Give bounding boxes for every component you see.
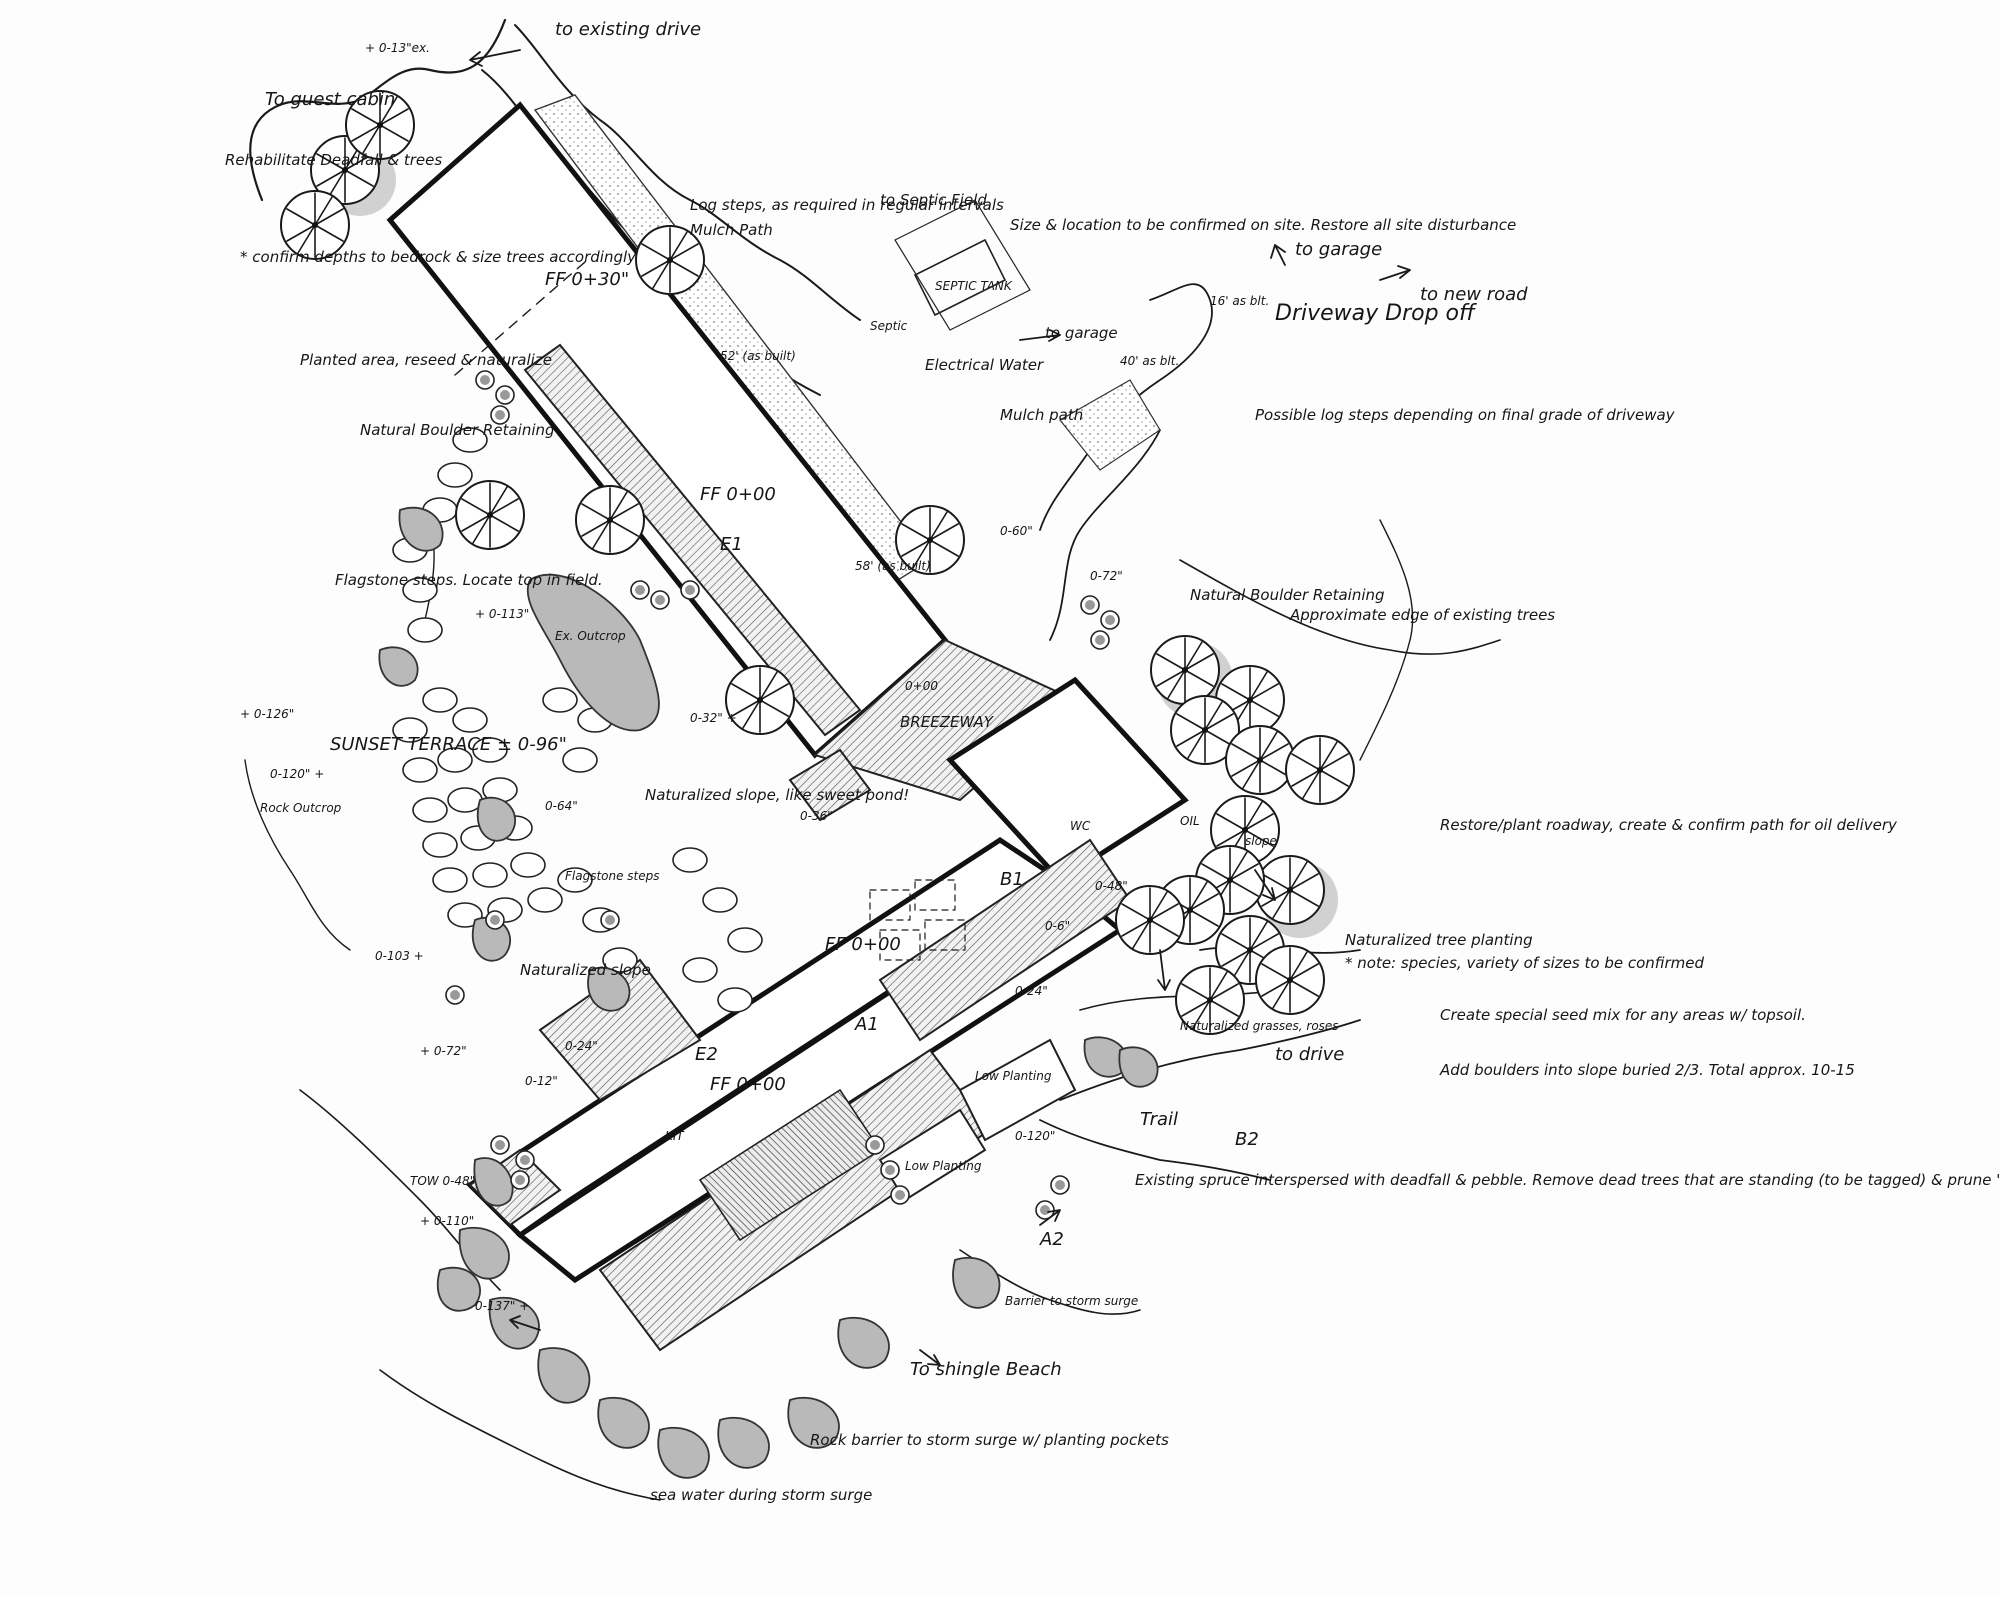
label-ex-top: + 0-13"ex. — [365, 41, 430, 55]
label-low-planting-2: Low Planting — [905, 1159, 982, 1173]
label-ff-main: FF 0+00 — [710, 1074, 786, 1095]
label-septic-tank: SEPTIC TANK — [935, 279, 1013, 293]
label-grade-137: 0-137" + — [475, 1299, 529, 1313]
label-trail: Trail — [1140, 1109, 1178, 1130]
label-grade-6: 0-6" — [1045, 919, 1070, 933]
arrows — [469, 49, 1411, 1366]
boulders — [378, 506, 1159, 1479]
label-ff-lower: FF 0+00 — [825, 934, 901, 955]
label-mark-e1: E1 — [720, 534, 743, 555]
label-to-garage-top: to garage — [1295, 239, 1382, 260]
label-confirm-depths: * confirm depths to bedrock & size trees… — [240, 248, 637, 266]
annotations: to existing drive To guest cabin + 0-13"… — [225, 19, 2000, 1504]
lower-building — [466, 638, 1189, 1352]
label-wc: WC — [1070, 819, 1091, 833]
label-note-species: * note: species, variety of sizes to be … — [1345, 954, 1704, 972]
label-naturalized-tree-planting: Naturalized tree planting — [1345, 931, 1533, 949]
label-existing-spruce: Existing spruce interspersed with deadfa… — [1135, 1171, 2000, 1189]
label-grade-12: 0-12" — [525, 1074, 558, 1088]
label-rock-barrier: Rock barrier to storm surge w/ planting … — [810, 1431, 1169, 1449]
label-ex-outcrop: Ex. Outcrop — [555, 629, 626, 643]
label-sea-water: sea water during storm surge — [650, 1486, 872, 1504]
label-restore-plant: Restore/plant roadway, create & confirm … — [1440, 816, 1898, 834]
label-grade-72: + 0-72" — [420, 1044, 467, 1058]
label-electrical-water: Electrical Water — [925, 356, 1044, 374]
label-as-built-16: 16' as blt. — [1210, 294, 1269, 308]
label-rehab-deadfall: Rehabilitate Deadfall & trees — [225, 151, 442, 169]
label-grade-36a: 0-36" — [800, 809, 833, 823]
label-mark-b1: B1 — [1000, 869, 1024, 890]
label-dim-52: 52' (as built) — [720, 349, 796, 363]
label-planted-area: Planted area, reseed & naturalize — [300, 351, 552, 369]
label-grade-24b: 0-24" — [1015, 984, 1048, 998]
label-naturalized-slope-left: Naturalized slope — [520, 961, 651, 979]
trees — [280, 90, 1355, 1035]
label-grade-120: 0-120" + — [270, 767, 324, 781]
label-natural-boulder-right: Natural Boulder Retaining — [1190, 586, 1385, 604]
label-septic-field: to Septic Field — [880, 191, 987, 209]
label-grade-48: 0-48" — [1095, 879, 1128, 893]
label-to-existing-drive: to existing drive — [555, 19, 701, 40]
label-mark-e2: E2 — [695, 1044, 718, 1065]
label-septic: Septic — [870, 319, 908, 333]
label-breezeway: BREEZEWAY — [900, 713, 995, 731]
label-grade-60: 0-60" — [1000, 524, 1033, 538]
label-flagstone-steps-left: Flagstone steps. Locate top in field. — [335, 571, 603, 589]
label-grade-24a: 0-24" — [565, 1039, 598, 1053]
label-to-guest-cabin: To guest cabin — [265, 89, 395, 110]
label-grade-113: + 0-113" — [475, 607, 529, 621]
label-rock-outcrop: Rock Outcrop — [260, 801, 342, 815]
label-create-seed: Create special seed mix for any areas w/… — [1440, 1006, 1806, 1024]
label-ff-mid: FF 0+00 — [700, 484, 776, 505]
label-mark-b2: B2 — [1235, 1129, 1259, 1150]
label-naturalized-grasses: Naturalized grasses, roses — [1180, 1019, 1339, 1033]
label-add-boulders: Add boulders into slope buried 2/3. Tota… — [1439, 1061, 1855, 1079]
label-sunset-terrace: SUNSET TERRACE ± 0-96" — [330, 734, 567, 755]
label-natural-boulder-left: Natural Boulder Retaining — [360, 421, 555, 439]
label-to-shingle-beach: To shingle Beach — [910, 1359, 1062, 1380]
label-mulch-path-mid: Mulch path — [1000, 406, 1083, 424]
label-grade-103: 0-103 + — [375, 949, 424, 963]
label-barrier-storm: Barrier to storm surge — [1005, 1294, 1138, 1308]
label-mark-a1: A1 — [854, 1014, 879, 1035]
septic-tank — [894, 199, 1031, 331]
label-naturalized-slope-mid: Naturalized slope, like sweet pond! — [645, 786, 909, 804]
label-kit: KIT — [665, 1129, 685, 1143]
label-dim-58: 58' (as built) — [855, 559, 931, 573]
label-driveway-drop-off: Driveway Drop off — [1275, 301, 1477, 326]
label-ff-upper: FF 0+30" — [545, 269, 629, 290]
label-grade-120r: 0-120" — [1015, 1129, 1055, 1143]
label-slope: slope — [1245, 834, 1277, 848]
label-grade-110: + 0-110" — [420, 1214, 474, 1228]
label-to-new-road: to new road — [1420, 284, 1528, 305]
label-grade-126: + 0-126" — [240, 707, 294, 721]
label-to-garage-mid: to garage — [1045, 324, 1118, 342]
label-grade-32: 0-32" + — [690, 711, 737, 725]
label-to-drive: to drive — [1275, 1044, 1344, 1065]
label-size-location: Size & location to be confirmed on site.… — [1010, 216, 1516, 234]
label-mulch-path-top: Mulch Path — [690, 221, 773, 239]
label-as-built-40: 40' as blt. — [1120, 354, 1179, 368]
label-mark-a2: A2 — [1039, 1229, 1064, 1250]
label-tow-48: TOW 0-48" — [410, 1174, 475, 1188]
label-possible-log-steps: Possible log steps depending on final gr… — [1255, 406, 1676, 424]
label-low-planting-1: Low Planting — [975, 1069, 1052, 1083]
label-breezeway-grade: 0+00 — [905, 679, 938, 693]
label-approx-edge: Approximate edge of existing trees — [1289, 606, 1555, 624]
label-log-steps: Log steps, as required in regular interv… — [690, 196, 1004, 214]
label-grade-64: 0-64" — [545, 799, 578, 813]
label-flagstone-steps-mid: Flagstone steps — [565, 869, 660, 883]
label-oil: OIL — [1180, 814, 1200, 828]
label-grade-72r: 0-72" — [1090, 569, 1123, 583]
